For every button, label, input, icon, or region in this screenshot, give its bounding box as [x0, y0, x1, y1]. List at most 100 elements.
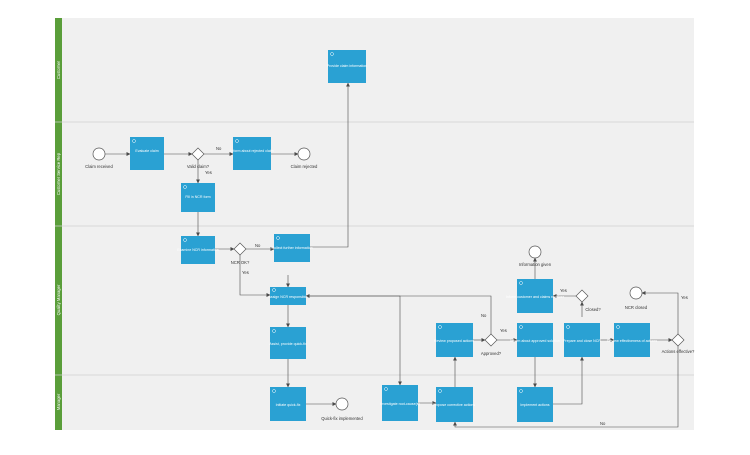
flow-label-no: No: [255, 243, 261, 248]
task-initiate-quick-fix[interactable]: Initiate quick-fix: [270, 387, 306, 421]
task-examine-ncr[interactable]: Examine NCR information: [177, 236, 219, 264]
end-event-claim-rejected[interactable]: [297, 147, 311, 161]
task-icon: [438, 325, 442, 329]
task-fill-ncr-form[interactable]: Fill in NCR form: [181, 183, 215, 212]
task-label: Evaluate claim: [135, 149, 158, 153]
gateway-valid-claim[interactable]: [191, 147, 205, 161]
task-investigate-root-causes[interactable]: Investigate root-cause(s): [380, 385, 420, 421]
task-assist-quick-fix[interactable]: Assist, provide quick-fix: [269, 327, 307, 359]
task-icon: [566, 325, 570, 329]
pool: Customer Customer Service Rep Quality Ma…: [55, 18, 694, 430]
task-label: Initiate quick-fix: [276, 403, 301, 407]
end-event-quick-fix-implemented[interactable]: [335, 397, 349, 411]
end-event-ncr-closed[interactable]: [629, 286, 643, 300]
task-label: Inform about rejected claim: [230, 149, 273, 153]
task-evaluate-claim[interactable]: Evaluate claim: [130, 137, 164, 170]
gateway-label: Valid claim?: [187, 164, 210, 169]
task-provide-claim-info[interactable]: Provide claim information: [327, 50, 367, 83]
lane-customer-label: Customer: [56, 60, 61, 79]
task-icon: [183, 185, 187, 189]
gateway-approved[interactable]: [484, 333, 498, 347]
flow-label-yes: Yes: [681, 295, 688, 300]
task-label: Assist, provide quick-fix: [269, 342, 307, 346]
event-label: NCR closed: [625, 305, 648, 310]
task-inform-approved[interactable]: Inform about approved solution: [510, 323, 560, 357]
tasks: Evaluate claim Inform about rejected cla…: [130, 50, 657, 422]
flow-label-yes: Yes: [242, 270, 249, 275]
task-icon: [330, 52, 334, 56]
task-label: Investigate root-cause(s): [380, 402, 420, 406]
task-implement-actions[interactable]: Implement actions: [517, 387, 553, 422]
task-review-proposed[interactable]: Review proposed actions: [434, 323, 474, 357]
flow: [310, 82, 350, 248]
task-label: Assign NCR responsible: [269, 295, 308, 299]
task-prepare-close-ncr[interactable]: Prepare and close NCR: [563, 323, 601, 357]
flow: [305, 294, 492, 334]
flow: [453, 346, 679, 428]
task-label: Review effectiveness of actions: [607, 339, 657, 343]
task-icon: [272, 288, 276, 292]
task-inform-rejected[interactable]: Inform about rejected claim: [230, 137, 274, 170]
task-icon: [235, 139, 239, 143]
task-icon: [519, 281, 523, 285]
task-icon: [519, 325, 523, 329]
gateway-actions-effective[interactable]: [671, 333, 685, 347]
task-label: Examine NCR information: [177, 248, 219, 252]
flow-label-no: No: [216, 146, 222, 151]
task-icon: [519, 389, 523, 393]
flow: [239, 255, 271, 297]
event-label: Claim received: [85, 164, 113, 169]
task-review-effectiveness[interactable]: Review effectiveness of actions: [607, 323, 657, 357]
lane-manager-label: Manager: [56, 393, 61, 410]
gateway-label: Closed?: [585, 307, 601, 312]
pool-background: [62, 18, 694, 430]
task-propose-corrective[interactable]: Propose corrective actions: [433, 387, 476, 422]
flow: [641, 291, 679, 334]
task-inform-customer[interactable]: Inform customer and claims receiver: [506, 279, 565, 313]
gateway-ncr-ok[interactable]: [233, 242, 247, 256]
task-label: Inform customer and claims receiver: [506, 295, 565, 299]
task-icon: [183, 238, 187, 242]
lane-customer-service-rep-label: Customer Service Rep: [56, 152, 61, 195]
task-label: Collect further information: [271, 246, 312, 250]
task-label: Propose corrective actions: [433, 403, 476, 407]
flow: [553, 356, 584, 405]
lane-bar: [55, 18, 62, 430]
gateway-closed[interactable]: [575, 289, 589, 303]
flow-label-no: No: [481, 313, 487, 318]
flow-labels: No Yes No Yes No Yes Yes Yes No: [205, 146, 688, 426]
gateways: Valid claim? NCR OK? Approved? Closed? A…: [187, 147, 695, 356]
gateway-label: NCR OK?: [231, 260, 250, 265]
task-label: Inform about approved solution: [510, 339, 560, 343]
event-label: Information given: [519, 262, 552, 267]
task-icon: [438, 389, 442, 393]
lane-quality-manager-label: Quality Manager: [56, 284, 61, 315]
event-label: Quick-fix implemented: [321, 416, 363, 421]
event-label: Claim rejected: [291, 164, 318, 169]
task-collect-info[interactable]: Collect further information: [271, 234, 313, 262]
flow-label-yes: Yes: [500, 328, 507, 333]
task-icon: [272, 329, 276, 333]
end-event-information-given[interactable]: [528, 245, 542, 259]
gateway-label: Actions effective?: [662, 349, 695, 354]
gateway-label: Approved?: [481, 351, 502, 356]
start-event-claim-received[interactable]: [92, 147, 106, 161]
task-icon: [272, 389, 276, 393]
task-icon: [384, 387, 388, 391]
task-label: Fill in NCR form: [185, 195, 210, 199]
task-label: Provide claim information: [327, 64, 367, 68]
events: Claim received Claim rejected Informatio…: [85, 147, 648, 421]
flow-label-no: No: [600, 421, 606, 426]
task-icon: [132, 139, 136, 143]
task-label: Review proposed actions: [434, 339, 474, 343]
task-icon: [616, 325, 620, 329]
flow-label-yes: Yes: [560, 288, 567, 293]
task-label: Implement actions: [520, 403, 549, 407]
task-label: Prepare and close NCR: [563, 339, 601, 343]
task-icon: [276, 236, 280, 240]
sequence-flows: [105, 82, 679, 428]
task-assign-ncr[interactable]: Assign NCR responsible: [269, 287, 308, 305]
flow-label-yes: Yes: [205, 170, 212, 175]
